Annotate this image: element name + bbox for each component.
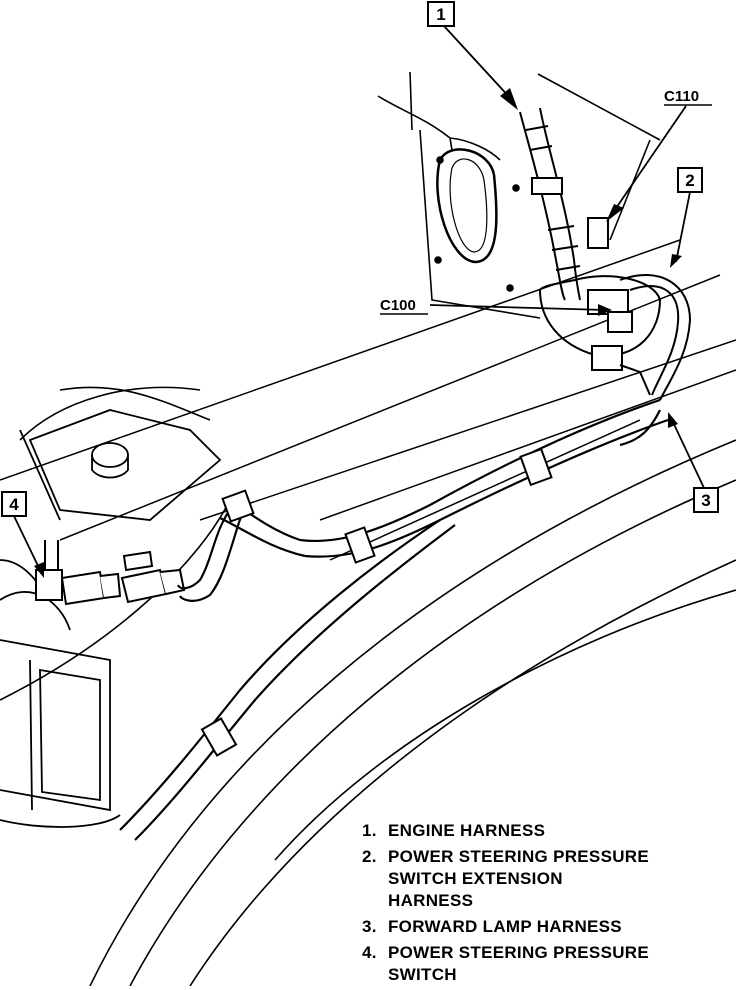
body-panel-lines [0, 239, 736, 561]
power-steering-pressure-switch [35, 540, 122, 606]
legend-num: 4. [362, 943, 377, 962]
switch-connector [120, 550, 186, 604]
legend-num: 1. [362, 821, 377, 840]
callout-4: 4 [1, 491, 44, 578]
callout-c110: C110 [606, 88, 712, 222]
callout-3: 3 [668, 412, 719, 513]
legend: 1. ENGINE HARNESS 2. POWER STEERING PRES… [362, 820, 702, 990]
callout-3-label: 3 [701, 491, 710, 510]
fluid-reservoir [19, 409, 222, 521]
wheel-well-arcs [0, 386, 736, 986]
legend-num: 3. [362, 917, 377, 936]
callout-2-label: 2 [685, 171, 694, 190]
legend-label: ENGINE HARNESS [388, 821, 546, 840]
legend-label: FORWARD LAMP HARNESS [388, 917, 622, 936]
callout-1-label: 1 [436, 5, 445, 24]
c110-label: C110 [664, 88, 699, 105]
legend-label: POWER STEERING PRESSURE SWITCH EXTENSION… [388, 847, 649, 910]
callout-4-label: 4 [9, 495, 19, 514]
c100-label: C100 [380, 297, 416, 314]
legend-item-1: 1. ENGINE HARNESS [362, 820, 702, 842]
engine-harness [519, 107, 581, 301]
callout-c100: C100 [380, 297, 612, 316]
firewall-panel [377, 71, 661, 319]
legend-item-2: 2. POWER STEERING PRESSURE SWITCH EXTENS… [362, 846, 702, 912]
callout-2: 2 [670, 167, 703, 268]
harness-clips [200, 447, 553, 757]
extension-harness [619, 274, 692, 401]
legend-item-3: 3. FORWARD LAMP HARNESS [362, 916, 702, 938]
forward-lamp-harness [119, 398, 669, 841]
callout-1: 1 [427, 1, 518, 110]
legend-label: POWER STEERING PRESSURE SWITCH [388, 943, 649, 984]
legend-num: 2. [362, 847, 377, 866]
legend-item-4: 4. POWER STEERING PRESSURE SWITCH [362, 942, 702, 986]
connector-block [538, 217, 662, 396]
